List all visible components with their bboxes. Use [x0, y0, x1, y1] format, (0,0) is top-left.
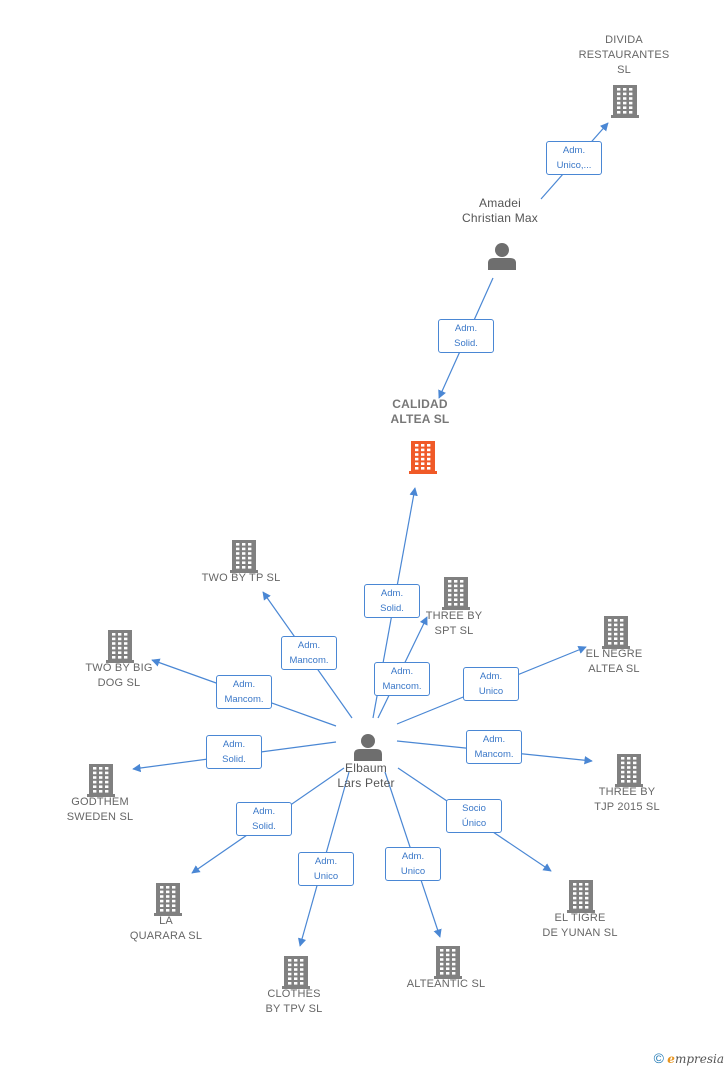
node-label-divida[interactable]: DIVIDA RESTAURANTES SL [578, 34, 670, 76]
building-icon-twobytp[interactable] [230, 540, 258, 573]
building-icon-godthem[interactable] [87, 764, 115, 797]
node-label-twobytp[interactable]: TWO BY TP SL [201, 572, 281, 584]
building-icon-threebytjp[interactable] [615, 754, 643, 787]
brand-rest: mpresia [674, 1052, 724, 1066]
node-label-threebytjp[interactable]: THREE BY TJP 2015 SL [594, 786, 660, 813]
building-icon-threebyspt[interactable] [442, 577, 470, 610]
node-label-elbaum[interactable]: Elbaum Lars Peter [337, 761, 395, 790]
edge-label-elbaum-calidad[interactable]: Adm. Solid. [364, 584, 420, 618]
footer-brand[interactable]: © empresia [654, 1050, 724, 1066]
person-icon-amadei[interactable] [488, 243, 516, 270]
brand-initial: e [667, 1052, 675, 1066]
node-label-calidad[interactable]: CALIDAD ALTEA SL [390, 397, 450, 426]
person-icon-elbaum[interactable] [354, 734, 382, 761]
copyright-icon: © [653, 1050, 664, 1066]
edge-label-amadei-calidad[interactable]: Adm. Solid. [438, 319, 494, 353]
building-icon-laquarara[interactable] [154, 883, 182, 916]
node-label-amadei[interactable]: Amadei Christian Max [462, 196, 538, 225]
main-building-icon-calidad[interactable] [409, 441, 437, 474]
brand-name: empresia [667, 1052, 724, 1066]
edge-label-elbaum-clothes[interactable]: Adm. Unico [298, 852, 354, 886]
building-icon-divida[interactable] [611, 85, 639, 118]
node-label-elnegre[interactable]: EL NEGRE ALTEA SL [585, 648, 643, 675]
building-icon-twobybigdog[interactable] [106, 630, 134, 663]
building-icon-clothes[interactable] [282, 956, 310, 989]
edge-label-elbaum-alteantic[interactable]: Adm. Unico [385, 847, 441, 881]
node-label-alteantic[interactable]: ALTEANTIC SL [406, 978, 486, 990]
node-label-twobybigdog[interactable]: TWO BY BIG DOG SL [85, 662, 153, 689]
node-label-eltigre[interactable]: EL TIGRE DE YUNAN SL [542, 912, 618, 939]
node-label-godthem[interactable]: GODTHEM SWEDEN SL [66, 796, 134, 823]
edge-label-elbaum-eltigre[interactable]: Socio Único [446, 799, 502, 833]
node-label-threebyspt[interactable]: THREE BY SPT SL [425, 610, 483, 637]
edge-label-elbaum-laquarara[interactable]: Adm. Solid. [236, 802, 292, 836]
edge-label-amadei-divida[interactable]: Adm. Unico,... [546, 141, 602, 175]
building-icon-elnegre[interactable] [602, 616, 630, 649]
edge-label-elbaum-threebyspt[interactable]: Adm. Mancom. [374, 662, 430, 696]
edge-label-elbaum-twobybigdog[interactable]: Adm. Mancom. [216, 675, 272, 709]
building-icon-eltigre[interactable] [567, 880, 595, 913]
edge-label-elbaum-twobytp[interactable]: Adm. Mancom. [281, 636, 337, 670]
node-label-clothes[interactable]: CLOTHES BY TPV SL [265, 988, 323, 1015]
edge-label-elbaum-elnegre[interactable]: Adm. Unico [463, 667, 519, 701]
node-label-laquarara[interactable]: LA QUARARA SL [129, 915, 203, 942]
edges-layer [132, 122, 609, 947]
edge-label-elbaum-godthem[interactable]: Adm. Solid. [206, 735, 262, 769]
building-icon-alteantic[interactable] [434, 946, 462, 979]
edge-label-elbaum-threebytjp[interactable]: Adm. Mancom. [466, 730, 522, 764]
icons-layer [87, 85, 643, 989]
